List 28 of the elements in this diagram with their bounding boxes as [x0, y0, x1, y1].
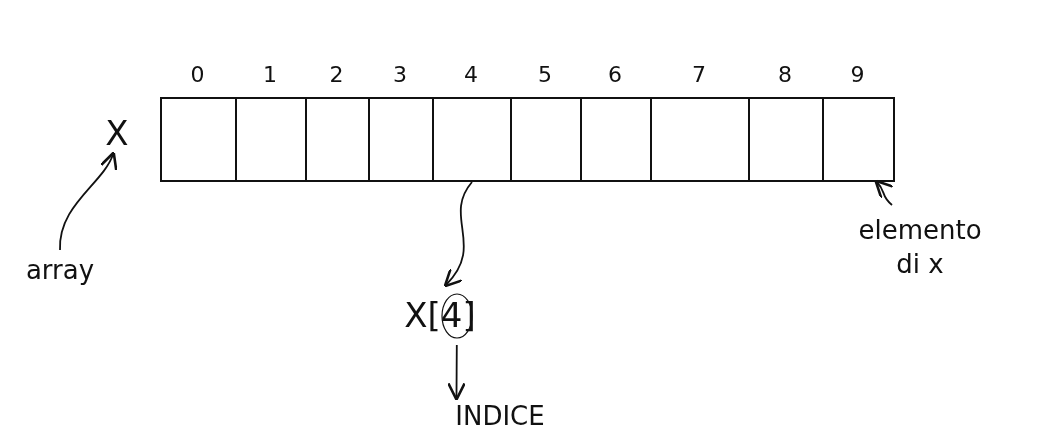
index-number: 2: [329, 63, 344, 87]
index-number: 8: [778, 63, 792, 87]
array-cell: [748, 97, 824, 182]
index-number: 0: [190, 63, 205, 87]
handwritten-label: INDICE: [432, 398, 568, 434]
array-cell: [580, 97, 652, 182]
index-number: 3: [393, 63, 407, 87]
arrow: [59, 151, 117, 251]
index-number: 5: [538, 63, 552, 87]
array-cell: [235, 97, 307, 182]
arrow: [874, 179, 894, 206]
array-cell: [160, 97, 237, 182]
arrow: [443, 181, 473, 288]
array-cell: [650, 97, 750, 182]
array-cell: [368, 97, 434, 182]
handwritten-label: elemento di x: [850, 205, 990, 289]
handwritten-label: array: [12, 250, 108, 290]
handwritten-label: X: [98, 112, 136, 154]
array-cell: [510, 97, 582, 182]
array-cell: [432, 97, 512, 182]
arrow: [447, 344, 466, 401]
index-number: 9: [850, 63, 865, 87]
index-number: 6: [608, 63, 622, 87]
array-cell: [305, 97, 370, 182]
array-cell: [822, 97, 895, 182]
index-number: 1: [263, 63, 277, 87]
index-number: 4: [464, 63, 478, 87]
index-number: 7: [692, 63, 706, 87]
